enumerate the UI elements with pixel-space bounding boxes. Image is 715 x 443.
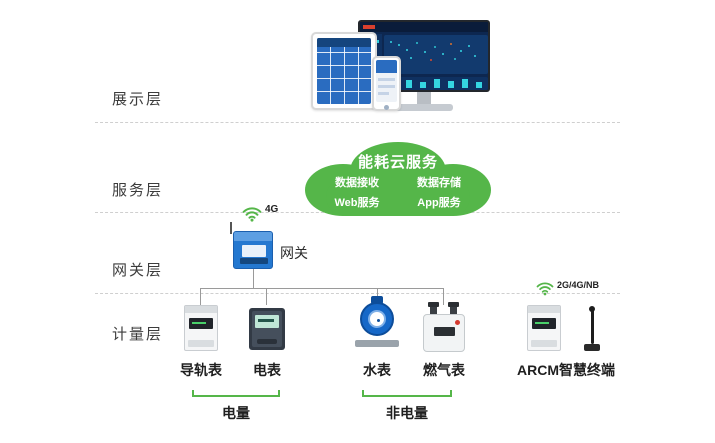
cloud-item-data-storage: 数据存储 [417, 177, 461, 189]
dashboard-topbar [360, 22, 488, 32]
monitor-base [395, 104, 453, 111]
label-gas-meter: 燃气表 [423, 362, 465, 378]
label-electric-meter: 电表 [253, 362, 281, 378]
cloud-services-list: 数据接收 数据存储 Web服务 App服务 [316, 174, 480, 210]
electric-meter-device [249, 308, 285, 350]
cloud-item-web-service: Web服务 [334, 197, 380, 209]
connector-bus [200, 288, 444, 289]
gateway-device [230, 222, 273, 269]
label-din-rail-meter: 导轨表 [180, 362, 222, 378]
map-data-dots [390, 41, 392, 43]
phone-app-header [376, 60, 397, 73]
gateway-antenna [230, 222, 232, 234]
external-antenna [582, 306, 602, 352]
tablet-device [311, 32, 377, 110]
gateway-signal-label: 4G [265, 204, 279, 215]
tablet-screen [317, 38, 371, 104]
layer-separator-3 [95, 293, 620, 294]
gateway-label: 网关 [280, 245, 308, 261]
cloud-icon [305, 142, 491, 216]
arcm-signal-label: 2G/4G/NB [557, 280, 600, 290]
phone-screen [376, 60, 397, 102]
layer-separator-1 [95, 122, 620, 123]
layer-label-gateway: 网关层 [112, 262, 164, 279]
tablet-app-header [317, 38, 371, 47]
layer-label-metering: 计量层 [112, 326, 164, 343]
dashboard-logo [363, 25, 375, 29]
layer-label-display: 展示层 [112, 91, 164, 108]
connector-drop-electric [266, 288, 267, 305]
bracket-non-electric-group [362, 390, 452, 397]
din-rail-meter-device [184, 305, 218, 351]
gas-meter-device [423, 302, 465, 352]
group-label-electric: 电量 [222, 405, 250, 421]
monitor-stand [417, 92, 431, 104]
phone-device [372, 56, 401, 111]
wifi-signal-icon [242, 207, 262, 222]
cloud-item-app-service: App服务 [417, 197, 461, 209]
cloud-service: 能耗云服务 数据接收 数据存储 Web服务 App服务 [298, 138, 498, 220]
wifi-signal-icon [536, 282, 554, 296]
arcm-terminal-device [527, 305, 561, 351]
connector-drop-dinrail [200, 288, 201, 305]
water-meter-device [355, 296, 399, 352]
phone-home-button [384, 105, 389, 110]
label-arcm-terminal: ARCM智慧终端 [517, 362, 615, 378]
cloud-item-data-receive: 数据接收 [335, 177, 379, 189]
layer-label-service: 服务层 [112, 182, 164, 199]
dashboard-map [384, 35, 488, 74]
connector-gateway-bus [253, 269, 254, 288]
group-label-non-electric: 非电量 [386, 405, 428, 421]
bracket-electric-group [192, 390, 280, 397]
connector-drop-gas [443, 288, 444, 305]
cloud-title: 能耗云服务 [357, 154, 438, 171]
label-water-meter: 水表 [363, 362, 391, 378]
